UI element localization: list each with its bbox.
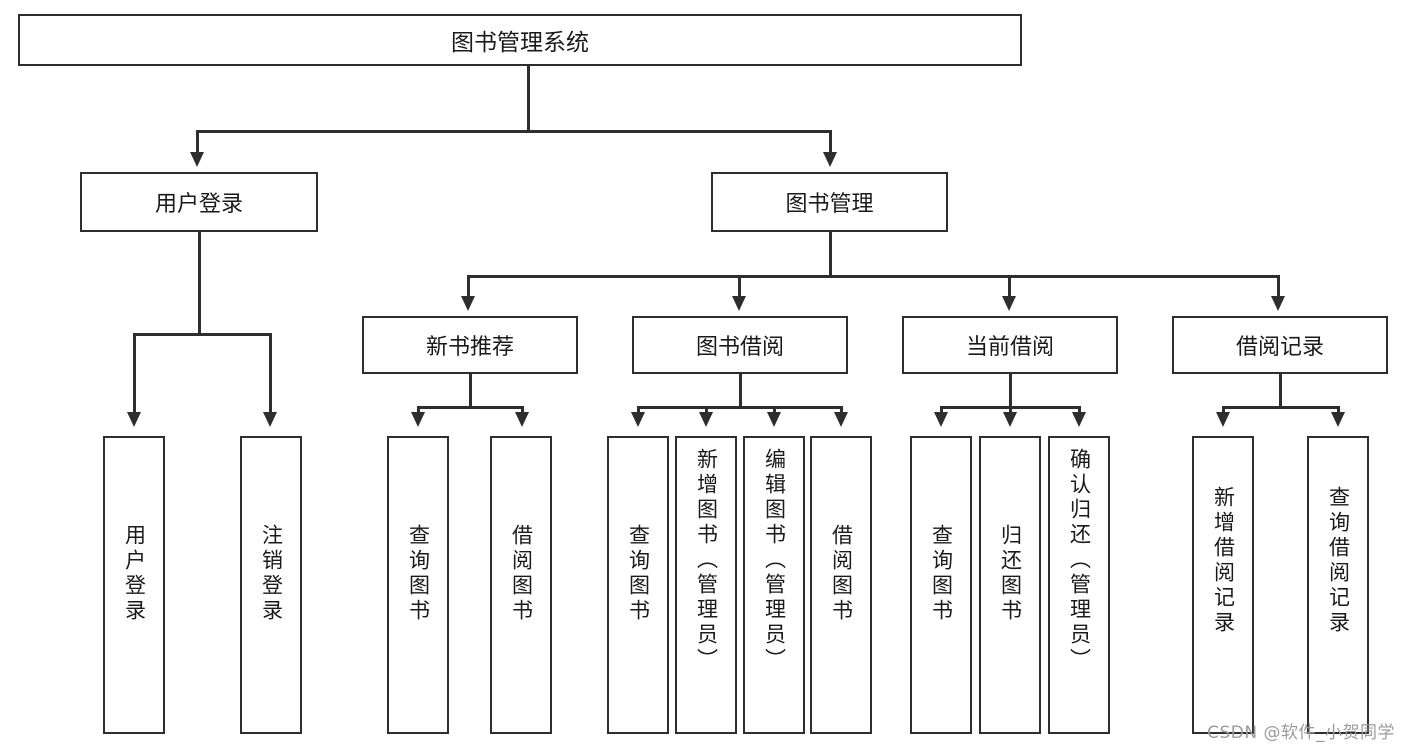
edge-bb-to-leaf-1 [637,406,640,415]
node-root-book-management-system[interactable]: 图书管理系统 [18,14,1022,66]
leaf-label: 编辑图书（管理员） [762,448,787,673]
leaf-label: 查询图书 [626,524,651,624]
edge-bb-to-leaf-3 [773,406,776,415]
edge-to-new-book-recommend [467,275,470,300]
node-current-borrow[interactable]: 当前借阅 [902,316,1118,374]
leaf-label: 新增借阅记录 [1211,486,1236,636]
leaf-label: 借阅图书 [509,524,534,624]
node-new-book-recommend[interactable]: 新书推荐 [362,316,578,374]
arrowhead-to-book-management [823,152,837,167]
edge-to-current-borrow [1008,275,1011,300]
edge-to-book-management [829,130,832,156]
leaf-node-edit-book-admin[interactable]: 编辑图书（管理员） [743,436,805,734]
arrowhead-nbr-leaf-1 [411,412,425,427]
edge-br-to-leaf-2 [1337,406,1340,415]
edge-book-borrow-stem [739,374,742,408]
arrowhead-to-user-login [190,152,204,167]
node-label: 新书推荐 [425,335,514,360]
leaf-label: 查询图书 [406,524,431,624]
edge-bb-to-leaf-4 [840,406,843,415]
edge-nbr-to-leaf-1 [417,406,420,415]
arrowhead-bb-leaf-2 [699,412,713,427]
edge-new-book-recommend-bus [417,406,523,409]
arrowhead-bb-leaf-4 [834,412,848,427]
arrowhead-bb-leaf-3 [767,412,781,427]
leaf-label: 查询借阅记录 [1326,486,1351,636]
edge-new-book-recommend-stem [469,374,472,408]
arrowhead-cb-leaf-2 [1003,412,1017,427]
node-user-login[interactable]: 用户登录 [80,172,318,232]
leaf-node-return-book[interactable]: 归还图书 [979,436,1041,734]
leaf-label: 归还图书 [998,524,1023,624]
node-label: 借阅记录 [1235,335,1324,360]
edge-user-login-stem [198,232,201,335]
leaf-node-query-book-borrow[interactable]: 查询图书 [607,436,669,734]
leaf-label: 查询图书 [929,524,954,624]
arrowhead-to-new-book-recommend [461,296,475,311]
arrowhead-to-borrow-record [1271,296,1285,311]
edge-to-user-login [196,130,199,156]
arrowhead-to-leaf-user-login [127,412,141,427]
node-book-borrow[interactable]: 图书借阅 [632,316,848,374]
edge-cb-to-leaf-3 [1078,406,1081,415]
node-label: 当前借阅 [965,335,1054,360]
leaf-node-query-book-recommend[interactable]: 查询图书 [387,436,449,734]
leaf-node-add-borrow-record[interactable]: 新增借阅记录 [1192,436,1254,734]
edge-user-login-bus [133,333,271,336]
arrowhead-cb-leaf-3 [1072,412,1086,427]
leaf-label: 确认归还（管理员） [1067,448,1092,673]
node-label: 图书管理系统 [451,30,589,56]
arrowhead-nbr-leaf-2 [515,412,529,427]
edge-borrow-record-stem [1279,374,1282,408]
edge-bb-to-leaf-2 [705,406,708,415]
edge-to-leaf-logout [269,333,272,415]
edge-cb-to-leaf-1 [940,406,943,415]
leaf-node-logout[interactable]: 注销登录 [240,436,302,734]
node-label: 图书借阅 [695,335,784,360]
arrowhead-to-book-borrow [732,296,746,311]
edge-level2-bus [196,130,832,133]
node-book-management[interactable]: 图书管理 [711,172,948,232]
arrowhead-bb-leaf-1 [631,412,645,427]
leaf-node-query-borrow-record[interactable]: 查询借阅记录 [1307,436,1369,734]
edge-borrow-record-bus [1222,406,1339,409]
edge-nbr-to-leaf-2 [521,406,524,415]
arrowhead-br-leaf-2 [1331,412,1345,427]
leaf-node-borrow-book[interactable]: 借阅图书 [810,436,872,734]
edge-current-borrow-stem [1009,374,1012,408]
leaf-node-user-login[interactable]: 用户登录 [103,436,165,734]
leaf-label: 用户登录 [122,524,147,624]
leaf-node-confirm-return-admin[interactable]: 确认归还（管理员） [1048,436,1110,734]
edge-level3-bus [467,275,1279,278]
edge-to-leaf-user-login [133,333,136,415]
edge-cb-to-leaf-2 [1009,406,1012,415]
leaf-label: 新增图书（管理员） [694,448,719,673]
edge-root-stem [527,66,530,132]
node-label: 图书管理 [785,192,874,217]
leaf-node-add-book-admin[interactable]: 新增图书（管理员） [675,436,737,734]
node-borrow-record[interactable]: 借阅记录 [1172,316,1388,374]
node-label: 用户登录 [154,192,243,217]
arrowhead-cb-leaf-1 [934,412,948,427]
edge-to-book-borrow [738,275,741,300]
edge-book-management-stem [829,232,832,277]
edge-to-borrow-record [1277,275,1280,300]
edge-br-to-leaf-1 [1222,406,1225,415]
leaf-node-query-book-current[interactable]: 查询图书 [910,436,972,734]
edge-book-borrow-bus [637,406,842,409]
arrowhead-to-leaf-logout [263,412,277,427]
arrowhead-br-leaf-1 [1216,412,1230,427]
leaf-node-borrow-book-recommend[interactable]: 借阅图书 [490,436,552,734]
arrowhead-to-current-borrow [1002,296,1016,311]
leaf-label: 借阅图书 [829,524,854,624]
leaf-label: 注销登录 [259,524,284,624]
